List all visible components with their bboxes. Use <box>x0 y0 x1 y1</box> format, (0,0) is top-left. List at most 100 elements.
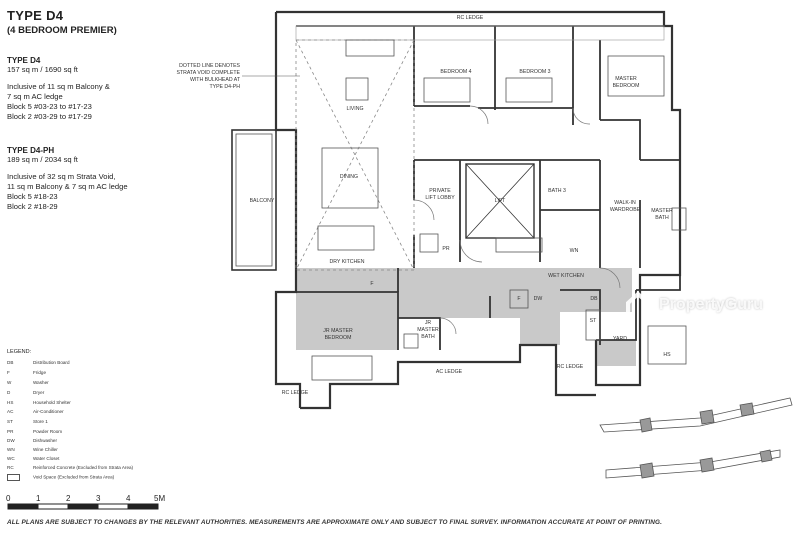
room-label-master-bedroom: BEDROOM <box>613 83 640 89</box>
type-d4ph-line: 11 sq m Balcony & 7 sq m AC ledge <box>7 182 128 191</box>
coffee-table <box>345 77 369 101</box>
scale-label: 5M <box>154 494 166 503</box>
room-label-dw: DW <box>534 296 543 302</box>
scale-segment <box>68 504 98 509</box>
toilet-pr <box>419 233 439 253</box>
type-d4-name: TYPE D4 <box>7 56 41 65</box>
type-d4-line: Block 5 #03-23 to #17-23 <box>7 102 92 111</box>
room-label-private: PRIVATE <box>429 188 451 194</box>
door-swings <box>413 105 621 335</box>
annotation-line: STRATA VOID COMPLETE <box>176 70 240 76</box>
bed-3 <box>505 77 553 103</box>
type-d4-line: Block 2 #03-29 to #17-29 <box>7 112 92 121</box>
room-label-jr-bath-3: BATH <box>421 334 435 340</box>
room-label-rc-ledge-bottom: RC LEDGE <box>282 390 309 396</box>
type-d4ph-line: Block 2 #18-29 <box>7 202 58 211</box>
room-label-wn: WN <box>570 248 579 254</box>
room-label-rc-ledge: RC LEDGE <box>457 15 484 21</box>
type-d4ph-info: TYPE D4-PH 189 sq m / 2034 sq ft Inclusi… <box>7 146 128 212</box>
annotation-line: TYPE D4-PH <box>209 84 240 90</box>
scale-label: 4 <box>126 494 131 503</box>
room-label-master-bath-2: BATH <box>655 215 669 221</box>
legend-title: LEGEND: <box>7 349 32 355</box>
room-label-bedroom4: BEDROOM 4 <box>440 69 471 75</box>
room-label-jr-master: JR MASTER <box>323 328 353 334</box>
plan-subtitle: (4 BEDROOM PREMIER) <box>7 25 117 36</box>
room-label-st: ST <box>590 318 597 324</box>
fridge-box <box>509 289 529 309</box>
room-label-balcony: BALCONY <box>250 198 275 204</box>
bed-4 <box>423 77 471 103</box>
type-d4-line: 7 sq m AC ledge <box>7 92 63 101</box>
room-label-dry-kitchen: DRY KITCHEN <box>330 259 365 265</box>
scale-label: 0 <box>6 494 11 503</box>
scale-label: 1 <box>36 494 41 503</box>
toilet-jr <box>403 333 419 349</box>
room-label-master-bath-1: MASTER <box>651 208 673 214</box>
sofa <box>345 39 395 57</box>
void-space-symbol <box>7 474 20 481</box>
room-label-jr-bath-1: JR <box>425 320 432 326</box>
scale-bar <box>7 503 159 510</box>
watermark: PropertyGuru <box>622 291 763 326</box>
scale-label: 3 <box>96 494 101 503</box>
kitchen-island <box>317 225 375 251</box>
type-d4ph-area: 189 sq m / 2034 sq ft <box>7 155 78 164</box>
room-label-wardrobe: WARDROBE <box>610 207 641 213</box>
room-label-dining: DINING <box>340 174 358 180</box>
plan-title: TYPE D4 <box>7 8 64 23</box>
propertyguru-logo-icon <box>626 291 650 319</box>
type-d4ph-line: Inclusive of 32 sq m Strata Void, <box>7 172 116 181</box>
room-label-hs: HS <box>663 352 671 358</box>
furniture <box>311 39 687 381</box>
type-d4-line: Inclusive of 11 sq m Balcony & <box>7 82 110 91</box>
room-label-lift: LIFT <box>495 198 506 204</box>
room-label-rc-ledge-mid: RC LEDGE <box>557 364 584 370</box>
room-label-yard: YARD <box>613 336 627 342</box>
void-dotted-lines <box>295 39 415 271</box>
legend-item: Void Space (Excluded from Strata Area) <box>7 474 114 481</box>
room-label-living: LIVING <box>346 106 363 112</box>
type-d4-area: 157 sq m / 1690 sq ft <box>7 65 78 74</box>
hs-room <box>647 325 687 365</box>
room-label-db: DB <box>590 296 598 302</box>
type-d4ph-line: Block 5 #18-23 <box>7 192 58 201</box>
room-label-master: MASTER <box>615 76 637 82</box>
strata-annotation: DOTTED LINE DENOTES STRATA VOID COMPLETE… <box>176 63 300 90</box>
disclaimer: ALL PLANS ARE SUBJECT TO CHANGES BY THE … <box>7 519 662 526</box>
dining-table <box>321 147 379 209</box>
scale-segment <box>8 504 38 509</box>
store-box <box>585 309 601 341</box>
room-label-wet-kitchen: WET KITCHEN <box>548 273 584 279</box>
room-label-lift-lobby: LIFT LOBBY <box>425 195 455 201</box>
scale-label: 2 <box>66 494 71 503</box>
watermark-text: PropertyGuru <box>659 296 764 313</box>
jr-bed <box>311 355 373 381</box>
annotation-line: DOTTED LINE DENOTES <box>179 63 240 69</box>
room-label-bath3: BATH 3 <box>548 188 566 194</box>
type-d4-info: TYPE D4 157 sq m / 1690 sq ft Inclusive … <box>7 56 110 122</box>
room-label-jr-bath-2: MASTER <box>417 327 439 333</box>
room-label-bedroom3: BEDROOM 3 <box>519 69 550 75</box>
room-label-walk-in: WALK-IN <box>614 200 636 206</box>
toilet-master <box>671 207 687 231</box>
balcony-outline <box>231 129 277 271</box>
type-d4ph-name: TYPE D4-PH <box>7 146 55 155</box>
key-plan <box>599 397 793 479</box>
room-label-pr: PR <box>442 246 449 252</box>
rc-ledge-top-band <box>295 25 665 41</box>
scale-segment <box>128 504 158 509</box>
